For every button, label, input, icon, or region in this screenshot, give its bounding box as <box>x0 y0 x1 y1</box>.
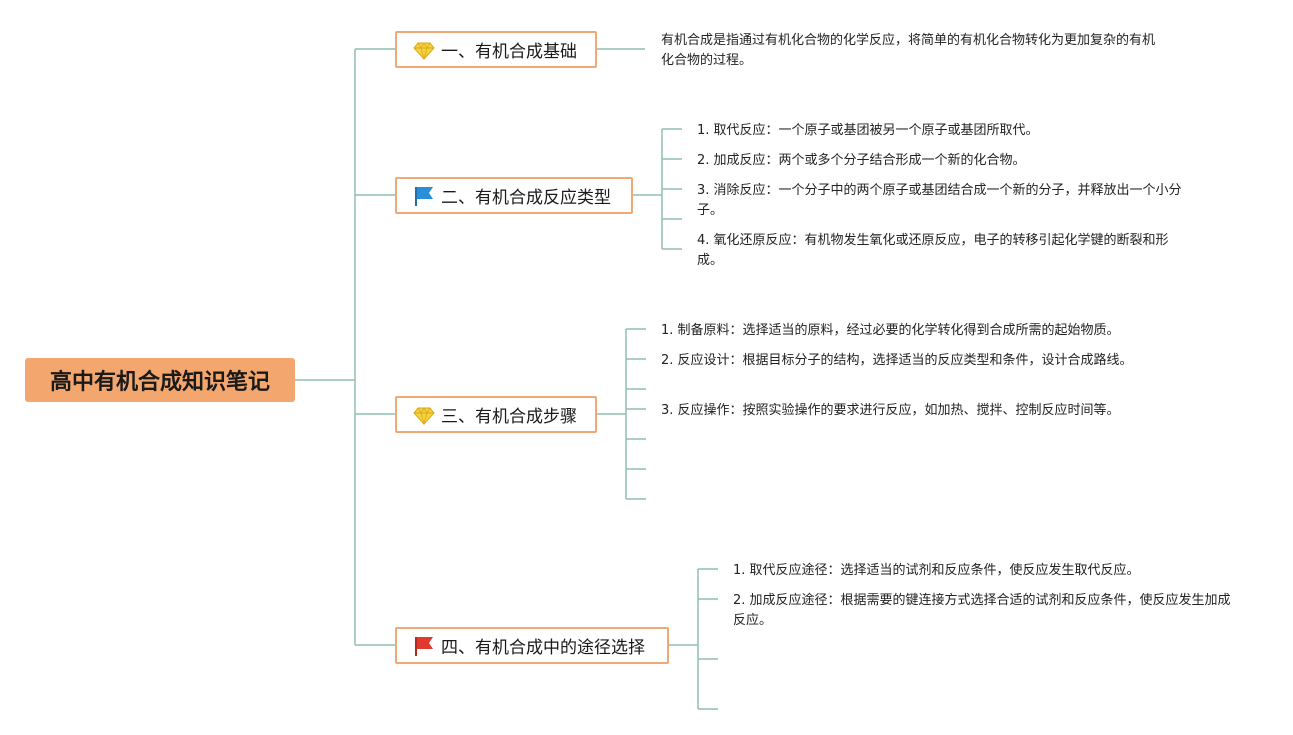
leaf-reaction-design: 2. 反应设计：根据目标分子的结构，选择适当的反应类型和条件，设计合成路线。 <box>661 353 1133 368</box>
root-topic-label: 高中有机合成知识笔记 <box>49 370 270 395</box>
leaf-prepare-materials: 1. 制备原料：选择适当的原料，经过必要的化学转化得到合成所需的起始物质。 <box>661 323 1120 338</box>
leaf-substitution-reaction: 1. 取代反应：一个原子或基团被另一个原子或基团所取代。 <box>697 123 1039 138</box>
leaf-redox-reaction: 4. 氧化还原反应：有机物发生氧化或还原反应，电子的转移引起化学键的断裂和形成。 <box>697 233 1169 268</box>
root-topic[interactable]: 高中有机合成知识笔记 <box>25 358 295 402</box>
branch-synthesis-steps-label: 三、有机合成步骤 <box>441 407 577 427</box>
leaf-basics-definition: 有机合成是指通过有机化合物的化学反应，将简单的有机化合物转化为更加复杂的有机化合… <box>661 33 1156 68</box>
branch-basics[interactable]: 一、有机合成基础 <box>395 31 597 68</box>
branch-route-selection[interactable]: 四、有机合成中的途径选择 <box>395 627 669 664</box>
leaf-addition-reaction: 2. 加成反应：两个或多个分子结合形成一个新的化合物。 <box>697 153 1026 168</box>
red-flag-icon <box>413 635 435 657</box>
leaf-addition-route: 2. 加成反应途径：根据需要的键连接方式选择合适的试剂和反应条件，使反应发生加成… <box>733 593 1231 628</box>
leaf-elimination-reaction: 3. 消除反应：一个分子中的两个原子或基团结合成一个新的分子，并释放出一个小分子… <box>697 183 1182 218</box>
leaf-reaction-operation: 3. 反应操作：按照实验操作的要求进行反应，如加热、搅拌、控制反应时间等。 <box>661 403 1120 418</box>
diamond-icon <box>413 39 435 61</box>
blue-flag-icon <box>413 185 435 207</box>
branch-synthesis-steps[interactable]: 三、有机合成步骤 <box>395 396 597 433</box>
leaf-substitution-route: 1. 取代反应途径：选择适当的试剂和反应条件，使反应发生取代反应。 <box>733 563 1140 578</box>
branch-reaction-types[interactable]: 二、有机合成反应类型 <box>395 177 633 214</box>
branch-basics-label: 一、有机合成基础 <box>441 42 577 62</box>
branch-reaction-types-label: 二、有机合成反应类型 <box>441 188 611 208</box>
branch-route-selection-label: 四、有机合成中的途径选择 <box>441 638 645 658</box>
diamond-icon <box>413 404 435 426</box>
